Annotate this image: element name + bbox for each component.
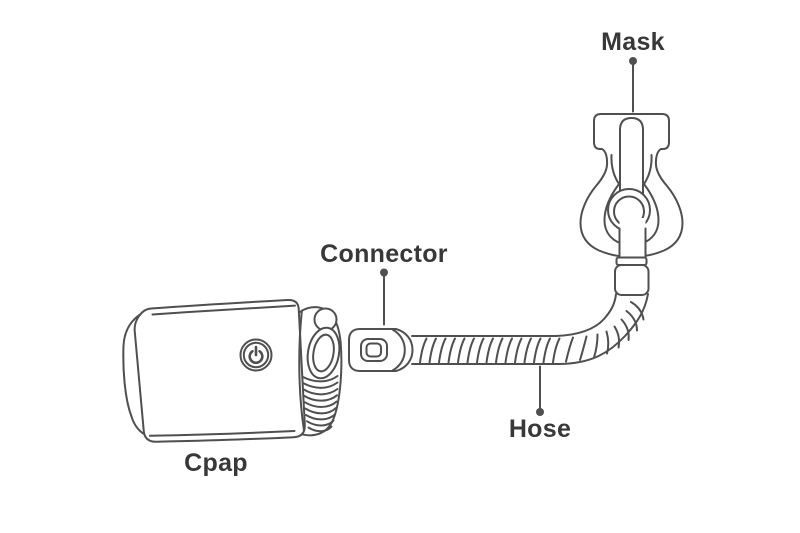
cpap-top-seam bbox=[151, 304, 296, 316]
cpap-left-edge-strip bbox=[122, 308, 152, 438]
cpap-outlet-oval-inner bbox=[312, 333, 335, 373]
cpap-body bbox=[133, 298, 306, 443]
cpap-right-seam bbox=[298, 310, 305, 432]
mask-label: Mask bbox=[601, 28, 665, 56]
connector-button-outer bbox=[360, 338, 388, 362]
hose-leader-dot bbox=[536, 408, 544, 416]
cpap-dome-ribs bbox=[302, 375, 339, 433]
hose-illustration bbox=[411, 293, 649, 365]
connector-leader-dot bbox=[380, 268, 388, 277]
cpap-label: Cpap bbox=[184, 449, 248, 477]
hose-cuff bbox=[614, 264, 650, 296]
hose-top-edge bbox=[411, 293, 617, 337]
mask-swivel-band bbox=[615, 256, 648, 266]
hose-label: Hose bbox=[508, 415, 572, 443]
mask-elbow-tube-fill bbox=[619, 218, 646, 259]
leader-lines bbox=[380, 57, 637, 416]
power-button-icon bbox=[239, 338, 273, 372]
connector-label: Connector bbox=[320, 240, 448, 268]
connector-button-inner bbox=[365, 342, 382, 358]
mask-leader-dot bbox=[629, 57, 637, 65]
mask-illustration bbox=[579, 113, 684, 296]
connector-cap-seam bbox=[391, 328, 406, 372]
connector-illustration bbox=[348, 328, 414, 372]
hose-ribs bbox=[419, 301, 645, 364]
cpap-machine-illustration bbox=[122, 298, 343, 443]
cpap-bottom-seam bbox=[149, 430, 296, 437]
hose-bottom-edge bbox=[411, 293, 649, 365]
mask-center-channel bbox=[619, 117, 644, 198]
